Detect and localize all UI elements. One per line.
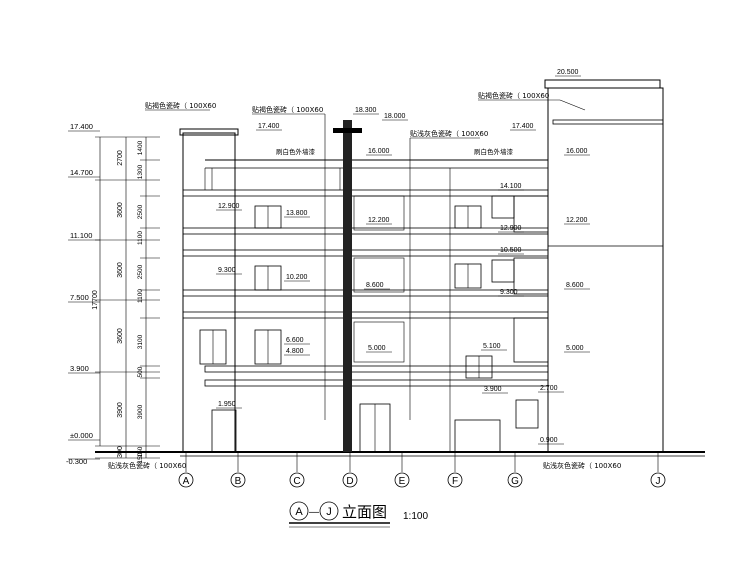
axis-label-D: D [346,476,353,487]
windows [199,119,664,453]
elev-label-7: 14.100 [500,183,522,190]
note-mid-gray: 贴浅灰色瓷砖（ 100X60 [410,129,488,138]
left-level-marks [68,130,100,460]
dim-mid-3: 3600 [117,328,124,344]
elev-label-14: 9.300 [218,267,236,274]
elev-label-6: 16.000 [566,148,588,155]
dim-outer: 17700 [92,290,99,310]
note-base-left: 贴浅灰色瓷砖（ 100X60 [108,461,186,470]
note-roof-right: 贴褐色瓷砖（ 100X60 [478,91,549,100]
left-level-0: 17.400 [70,122,93,131]
elev-label-3: 20.500 [557,69,579,76]
dim-inner-4: 2500 [137,264,144,279]
note-roof-left: 贴褐色瓷砖（ 100X60 [145,101,216,110]
title-text: 立面图 [342,503,387,521]
elev-label-4: 17.400 [512,123,534,130]
dim-inner-5: 1100 [137,289,144,303]
axis-label-E: E [399,476,406,487]
elev-label-13: 10.500 [500,247,522,254]
note-wall-right: 刷白色外墙漆 [474,147,514,156]
title-axis-start: A [295,506,303,518]
axis-bubble-E [394,472,410,488]
axis-label-J: J [656,476,661,487]
axis-bubble-D [342,472,358,488]
dim-inner-2: 2500 [137,204,144,219]
dim-inner-9: 150 [137,446,144,457]
elev-label-2: 18.000 [384,113,406,120]
elev-label-15: 10.200 [286,274,308,281]
elev-label-25: 2.700 [540,385,558,392]
elev-label-9: 13.800 [286,210,308,217]
axis-label-F: F [452,476,458,487]
axis-label-B: B [235,476,242,487]
dim-mid-0: 2700 [117,150,124,166]
title-scale: 1:100 [403,511,428,522]
axis-label-A: A [183,476,190,487]
left-level-3: 7.500 [70,293,89,302]
axis-label-C: C [293,476,300,487]
axis-bubble-C [289,472,305,488]
dim-inner-3: 1100 [137,231,144,245]
left-level-4: 3.900 [70,364,89,373]
dim-mid-5: 300 [117,446,124,458]
dim-inner-0: 1400 [137,140,144,155]
building-outline [179,79,664,453]
left-level-5: ±0.000 [70,431,93,440]
elevation-labels: 17.400 18.300 18.000 20.500 17.400 16.000 16.0… [216,69,590,445]
elev-label-18: 8.600 [566,282,584,289]
dim-mid-1: 3600 [117,202,124,218]
dim-inner-10: 150 [137,452,144,463]
elev-label-1: 18.300 [355,107,377,114]
dim-inner-6: 3100 [137,334,144,349]
elev-label-0: 17.400 [258,123,280,130]
dim-inner-1: 1300 [137,164,144,179]
left-dimension-texts: 17700 2700 3600 3600 3600 3900 300 1400 1300 2500… [92,140,144,463]
grid-leaders [185,452,659,472]
elev-label-22: 5.100 [483,343,501,350]
elev-label-10: 12.200 [368,217,390,224]
dim-inner-7: 500 [137,366,144,377]
left-dimension-chain [95,136,160,459]
stair-column [343,120,352,452]
left-level-1: 14.700 [70,168,93,177]
elev-label-26: 1.950 [218,401,236,408]
note-base-right: 贴浅灰色瓷砖（ 100X60 [543,461,621,470]
elev-label-21: 5.000 [368,345,386,352]
axis-bubble-J [650,472,666,488]
elev-label-20: 4.800 [286,348,304,355]
elev-label-23: 5.000 [566,345,584,352]
axis-label-G: G [511,476,519,487]
axis-bubble-F [447,472,463,488]
axis-bubble-B [230,472,246,488]
elev-label-8: 12.900 [218,203,240,210]
elev-label-27: 0.900 [540,437,558,444]
left-level-texts: 17.400 14.700 11.100 7.500 3.900 ±0.000 -0.300 [66,122,93,466]
drawing-title: A — J 立面图 1:100 [289,501,428,528]
axis-bubble-G [507,472,523,488]
note-wall-left: 刷白色外墙漆 [276,147,316,156]
elev-label-17: 9.300 [500,289,518,296]
dim-mid-4: 3900 [117,402,124,418]
elev-label-5: 16.000 [368,148,390,155]
title-axis-end: J [326,506,332,518]
elev-label-11: 12.900 [500,225,522,232]
note-roof-mid: 贴褐色瓷砖（ 100X60 [252,105,323,114]
elev-label-19: 6.600 [286,337,304,344]
elev-label-16: 8.600 [366,282,384,289]
dim-inner-8: 3900 [137,404,144,419]
elev-label-24: 3.900 [484,386,502,393]
left-level-2: 11.100 [70,231,92,240]
dim-mid-2: 3600 [117,262,124,278]
left-level-6: -0.300 [66,457,87,466]
axis-bubble-A [178,472,194,488]
title-connector: — [309,507,319,518]
elev-label-12: 12.200 [566,217,588,224]
